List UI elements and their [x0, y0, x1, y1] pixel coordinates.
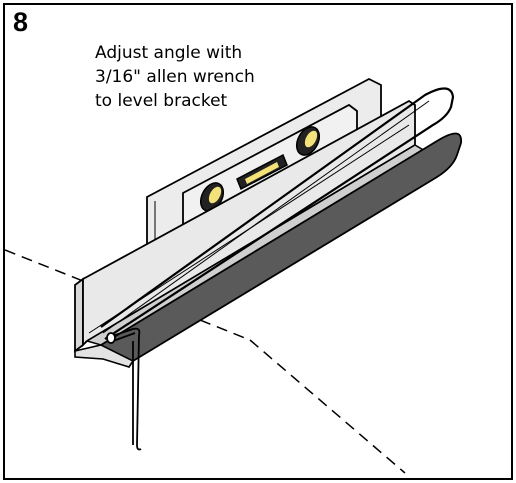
level-vial-right	[295, 126, 321, 156]
instruction-line: to level bracket	[95, 91, 228, 111]
step-number: 8	[13, 7, 29, 37]
step-panel: 8 Adjust angle with 3/16" allen wrench t…	[3, 3, 513, 480]
instruction-text: Adjust angle with 3/16" allen wrench to …	[95, 41, 315, 113]
wall-edge-lines	[5, 249, 406, 474]
instruction-line: 3/16" allen wrench	[95, 67, 255, 87]
level-vial-left	[199, 182, 225, 212]
level-vial-center	[236, 153, 288, 191]
instruction-line: Adjust angle with	[95, 43, 243, 63]
bracket-illustration	[5, 77, 462, 474]
wall-line-right	[249, 339, 406, 474]
bracket-icon	[74, 87, 462, 368]
allen-wrench-icon	[106, 327, 142, 451]
wall-line-left	[5, 249, 84, 282]
